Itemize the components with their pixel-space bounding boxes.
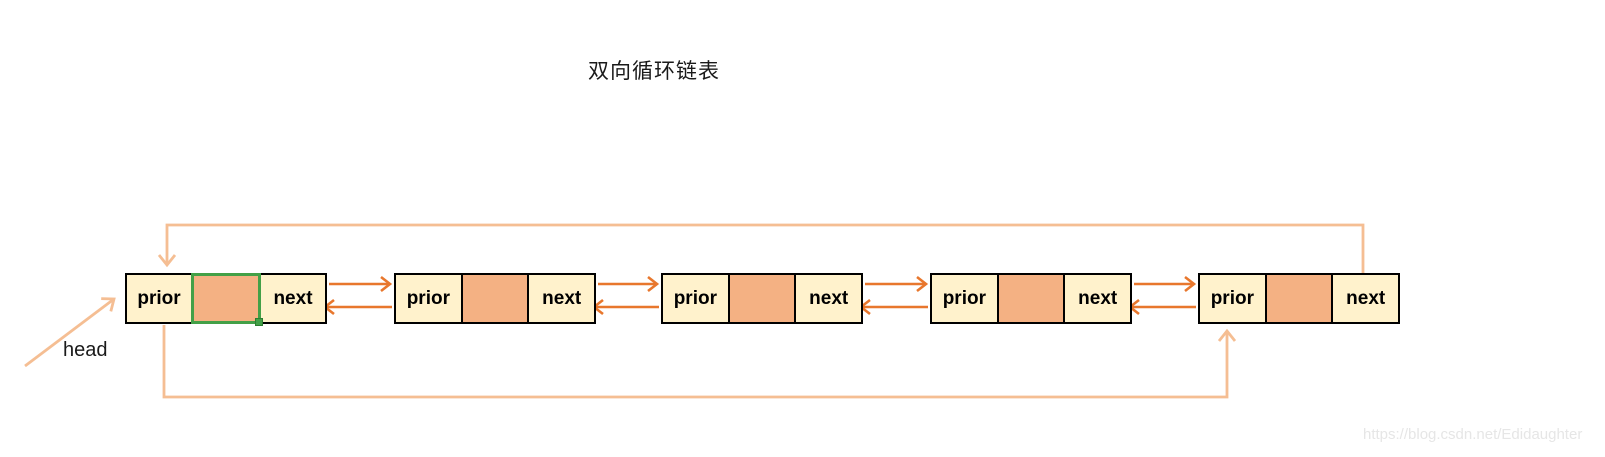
head-label: head: [63, 339, 108, 361]
data-field: [460, 275, 530, 322]
list-node-5: prior next: [1198, 273, 1400, 324]
circular-link-bottom: [162, 325, 1237, 399]
head-pointer-arrow: [24, 297, 116, 368]
next-field: next: [1078, 287, 1118, 309]
watermark: https://blog.csdn.net/Edidaughter: [1363, 426, 1583, 443]
prior-field: prior: [942, 287, 986, 309]
list-node-4: prior next: [930, 273, 1132, 324]
prior-field: prior: [673, 287, 717, 309]
next-field: next: [1346, 287, 1386, 309]
prior-field: prior: [1210, 287, 1254, 309]
diagram-title: 双向循环链表: [588, 60, 720, 83]
list-node-3: prior next: [661, 273, 863, 324]
data-field: [1264, 275, 1334, 322]
data-field: [996, 275, 1066, 322]
list-node-1: prior next: [125, 273, 327, 326]
circular-link-top: [157, 223, 1365, 273]
data-field-selected[interactable]: [191, 273, 263, 326]
prior-field: prior: [137, 287, 181, 309]
prior-field: prior: [406, 287, 450, 309]
list-node-2: prior next: [394, 273, 596, 324]
next-field: next: [809, 287, 849, 309]
selection-handle[interactable]: [255, 318, 263, 326]
next-field: next: [542, 287, 582, 309]
data-field: [727, 275, 797, 322]
next-field: next: [273, 287, 313, 309]
